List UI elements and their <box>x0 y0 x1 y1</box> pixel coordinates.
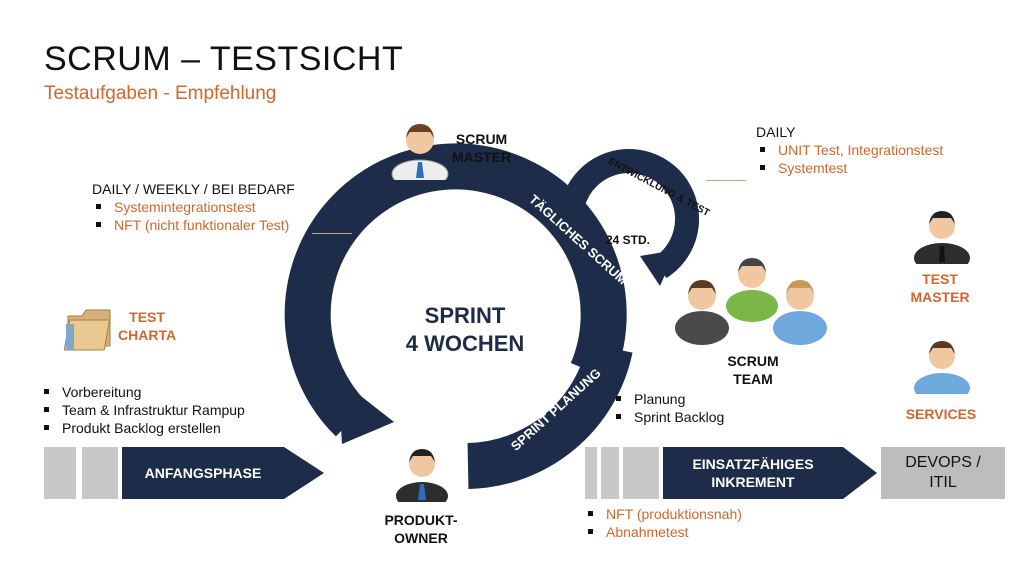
person-icon <box>391 124 449 189</box>
phase-block-gray <box>44 447 76 499</box>
scrum-master-avatar <box>390 112 450 189</box>
list-item: Abnahmetest <box>584 523 742 541</box>
planning-list: Planung Sprint Backlog <box>612 390 724 426</box>
list-item: Vorbereitung <box>40 383 245 401</box>
list-item: NFT (nicht funktionaler Test) <box>92 216 289 234</box>
sprint-center-label: SPRINT 4 WOCHEN <box>405 303 525 356</box>
scrum-team-avatars <box>672 250 832 350</box>
list-item: Sprint Backlog <box>612 408 724 426</box>
daily-loop-arrowhead <box>640 250 676 286</box>
person-icon <box>914 341 970 403</box>
list-item: Team & Infrastruktur Rampup <box>40 401 245 419</box>
bottom-list: NFT (produktionsnah) Abnahmetest <box>584 505 742 541</box>
scrum-master-label: SCRUM MASTER <box>452 131 512 165</box>
list-item: NFT (produktionsnah) <box>584 505 742 523</box>
right-block-header: DAILY <box>756 124 796 140</box>
cycle-arrowhead-left <box>338 378 394 444</box>
right-block-list: UNIT Test, Integrationstest Systemtest <box>756 141 943 177</box>
services-avatar <box>912 330 972 403</box>
product-owner-label: PRODUKT- OWNER <box>384 512 458 546</box>
phase-block-gray <box>601 447 619 499</box>
person-icon <box>914 211 970 273</box>
phase-increment-bar: EINSATZFÄHIGES INKREMENT <box>663 447 843 499</box>
list-item: Systemintegrationstest <box>92 198 289 216</box>
person-icon <box>396 449 448 510</box>
test-master-label: TEST MASTER <box>910 271 970 305</box>
list-item: Systemtest <box>756 159 943 177</box>
divider <box>312 233 352 234</box>
left-block-list: Systemintegrationstest NFT (nicht funkti… <box>92 198 289 234</box>
phase-start-arrowhead <box>284 447 324 499</box>
scrum-team-label: SCRUM TEAM <box>727 353 779 387</box>
folder-icon <box>63 306 116 354</box>
product-owner-avatar <box>394 440 450 510</box>
cycle-ring-bottom <box>466 342 633 489</box>
list-item: UNIT Test, Integrationstest <box>756 141 943 159</box>
daily-loop <box>559 148 700 279</box>
cycle-ring-main <box>284 143 627 437</box>
page-title: SCRUM – TESTSICHT <box>44 40 404 78</box>
devops-box: DEVOPS / ITIL <box>881 447 1005 499</box>
list-item: Planung <box>612 390 724 408</box>
services-label: SERVICES <box>905 406 977 422</box>
phase-block-gray <box>585 447 597 499</box>
team-icon <box>675 258 827 345</box>
page-subtitle: Testaufgaben - Empfehlung <box>44 83 277 104</box>
phase-block-gray <box>623 447 659 499</box>
phase-increment-arrowhead <box>843 447 877 499</box>
divider <box>706 180 746 181</box>
label-24h: 24 STD. <box>606 233 651 247</box>
left-block-header: DAILY / WEEKLY / BEI BEDARF <box>92 181 295 197</box>
list-item: Produkt Backlog erstellen <box>40 419 245 437</box>
phase-start-bar: ANFANGSPHASE <box>122 447 284 499</box>
test-master-avatar <box>912 200 972 273</box>
test-charta-label: TEST CHARTA <box>118 309 177 343</box>
phase-block-gray <box>82 447 118 499</box>
preparation-list: Vorbereitung Team & Infrastruktur Rampup… <box>40 383 245 437</box>
